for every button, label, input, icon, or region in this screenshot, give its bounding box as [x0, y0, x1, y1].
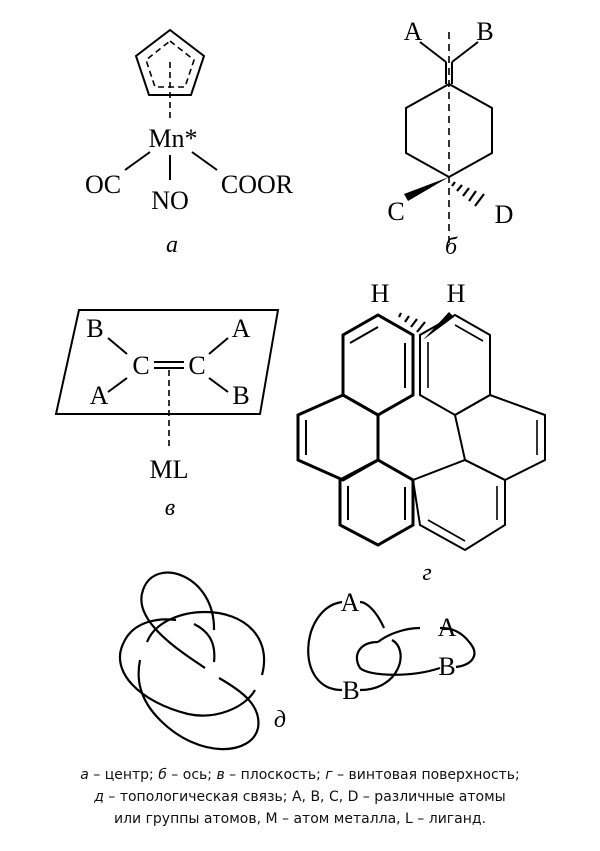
back-rings [411, 313, 546, 552]
panel-a: Mn* OC NO COOR а [85, 28, 294, 258]
substituent-b: B [476, 17, 493, 46]
mirror-plane [54, 309, 280, 415]
trefoil-knot [118, 571, 266, 751]
panel-a-label: а [166, 232, 178, 258]
bond-b-c-low [208, 377, 229, 393]
panel-v: B A C C A B ML в [54, 309, 280, 521]
wedge-bond-h [423, 312, 454, 340]
figure-caption: а – центр; б – ось; в – плоскость; г – в… [20, 764, 580, 830]
bond-a [419, 41, 447, 63]
bond-mn-oc [124, 151, 151, 171]
catenane-ring-right [355, 626, 476, 676]
front-rings [296, 313, 415, 547]
caption-line-3: или группы атомов, M – атом металла, L –… [113, 811, 487, 827]
substituent-b-top: B [86, 314, 103, 343]
substituent-d: D [495, 200, 514, 229]
metal-ligand: ML [150, 455, 189, 484]
caption-line-2: д – топологическая связь; A, B, C, D – р… [20, 786, 580, 808]
wedge-bond-c [404, 177, 449, 201]
caption-text: – плоскость; [224, 767, 326, 783]
carbon-left: C [132, 351, 149, 380]
front-inner-bonds [305, 326, 406, 520]
substituent-a-top: A [232, 314, 251, 343]
link-atom-a: A [341, 588, 360, 617]
caption-symbol: в [216, 767, 225, 783]
caption-text: – топологическая связь; A, B, C, D – раз… [103, 789, 506, 805]
ligand-no: NO [151, 186, 189, 215]
caption-text: – винтовая поверхность; [332, 767, 520, 783]
hydrogen-right: H [447, 279, 466, 308]
substituent-c: C [387, 197, 404, 226]
caption-symbol: а [80, 767, 89, 783]
panel-g: H H [296, 279, 546, 586]
panel-b: A B C D б [387, 17, 513, 260]
substituent-a-bottom: A [90, 381, 109, 410]
bond-b [451, 41, 479, 63]
substituent-a: A [404, 17, 423, 46]
caption-text: – центр; [88, 767, 159, 783]
panel-g-label: г [422, 560, 431, 586]
panel-v-label: в [165, 495, 175, 521]
hydrogen-left: H [371, 279, 390, 308]
helicene-ring-5 [453, 393, 546, 482]
hashed-bond-d [451, 181, 485, 207]
ligand-oc: OC [85, 170, 121, 199]
caption-symbol: б [158, 767, 167, 783]
caption-text: – ось; [166, 767, 217, 783]
caption-line-1: а – центр; б – ось; в – плоскость; г – в… [20, 764, 580, 786]
ligand-coor: COOR [221, 170, 294, 199]
hashed-bond-h [398, 312, 426, 333]
link-atom-b: B [342, 676, 359, 705]
catenane-ring-left [307, 600, 402, 692]
panel-d: A B A B д [118, 571, 476, 751]
link-atom-a2: A [438, 613, 457, 642]
metal-label: Mn* [148, 124, 197, 153]
catenane-link [307, 600, 476, 692]
bond-b-c [107, 337, 128, 355]
panel-b-label: б [445, 234, 458, 260]
bond-a-c [208, 337, 229, 355]
helicene-ring-3 [338, 458, 415, 547]
panel-d-label: д [274, 707, 286, 733]
carbon-right: C [188, 351, 205, 380]
back-inner-bonds [427, 324, 538, 542]
link-atom-b2: B [438, 652, 455, 681]
caption-symbol: г [325, 767, 333, 783]
bond-a-c-low [107, 377, 128, 393]
substituent-b-bottom: B [232, 381, 249, 410]
bond-mn-coor [191, 151, 218, 171]
helicene-ring-6 [411, 458, 506, 552]
caption-symbol: д [94, 789, 104, 805]
